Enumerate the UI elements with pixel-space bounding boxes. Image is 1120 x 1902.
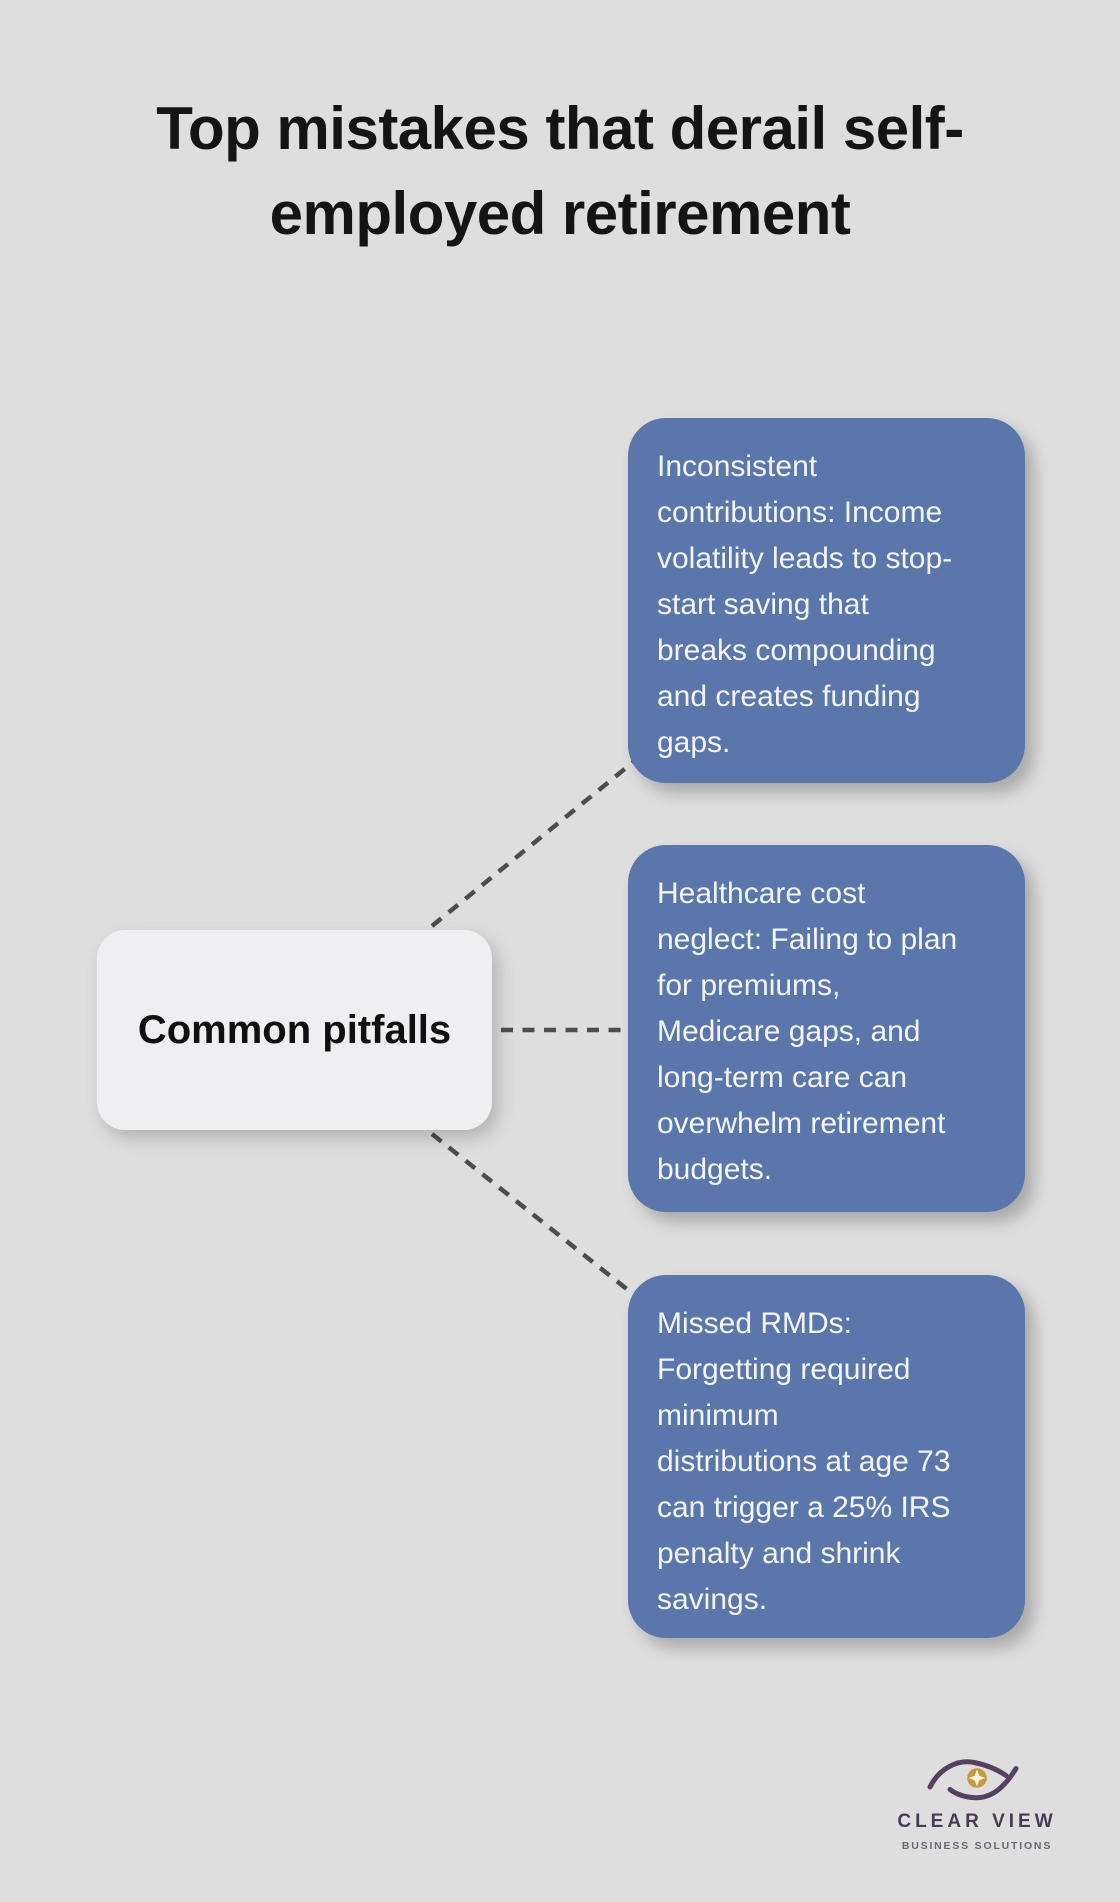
connector-bottom [430, 1132, 650, 1308]
pitfall-card-healthcare-cost-neglect: Healthcare cost neglect: Failing to plan… [628, 845, 1025, 1212]
pitfall-text-inconsistent-contributions: Inconsistent contributions: Income volat… [657, 450, 953, 759]
brand-name: CLEAR VIEW [897, 1811, 1057, 1832]
page-title: Top mistakes that derail self- employed … [156, 95, 964, 248]
pitfall-text-missed-rmds: Missed RMDs: Forgetting required minimum… [657, 1307, 951, 1616]
center-node-label: Common pitfalls [137, 1007, 452, 1052]
clear-view-eye-icon [927, 1759, 1019, 1801]
brand-logo: CLEAR VIEW BUSINESS SOLUTIONS [877, 1750, 1077, 1852]
brand-tagline: BUSINESS SOLUTIONS [901, 1840, 1053, 1852]
pitfall-text-healthcare-cost-neglect: Healthcare cost neglect: Failing to plan… [657, 877, 958, 1186]
center-node-common-pitfalls: Common pitfalls [97, 930, 492, 1130]
connector-top [430, 748, 650, 928]
eye-upper-stroke [927, 1759, 1009, 1790]
pitfall-card-missed-rmds: Missed RMDs: Forgetting required minimum… [628, 1275, 1025, 1638]
pitfall-card-inconsistent-contributions: Inconsistent contributions: Income volat… [628, 418, 1025, 783]
eye-lower-stroke [947, 1766, 1019, 1801]
sparkle-star-icon [968, 1769, 986, 1787]
